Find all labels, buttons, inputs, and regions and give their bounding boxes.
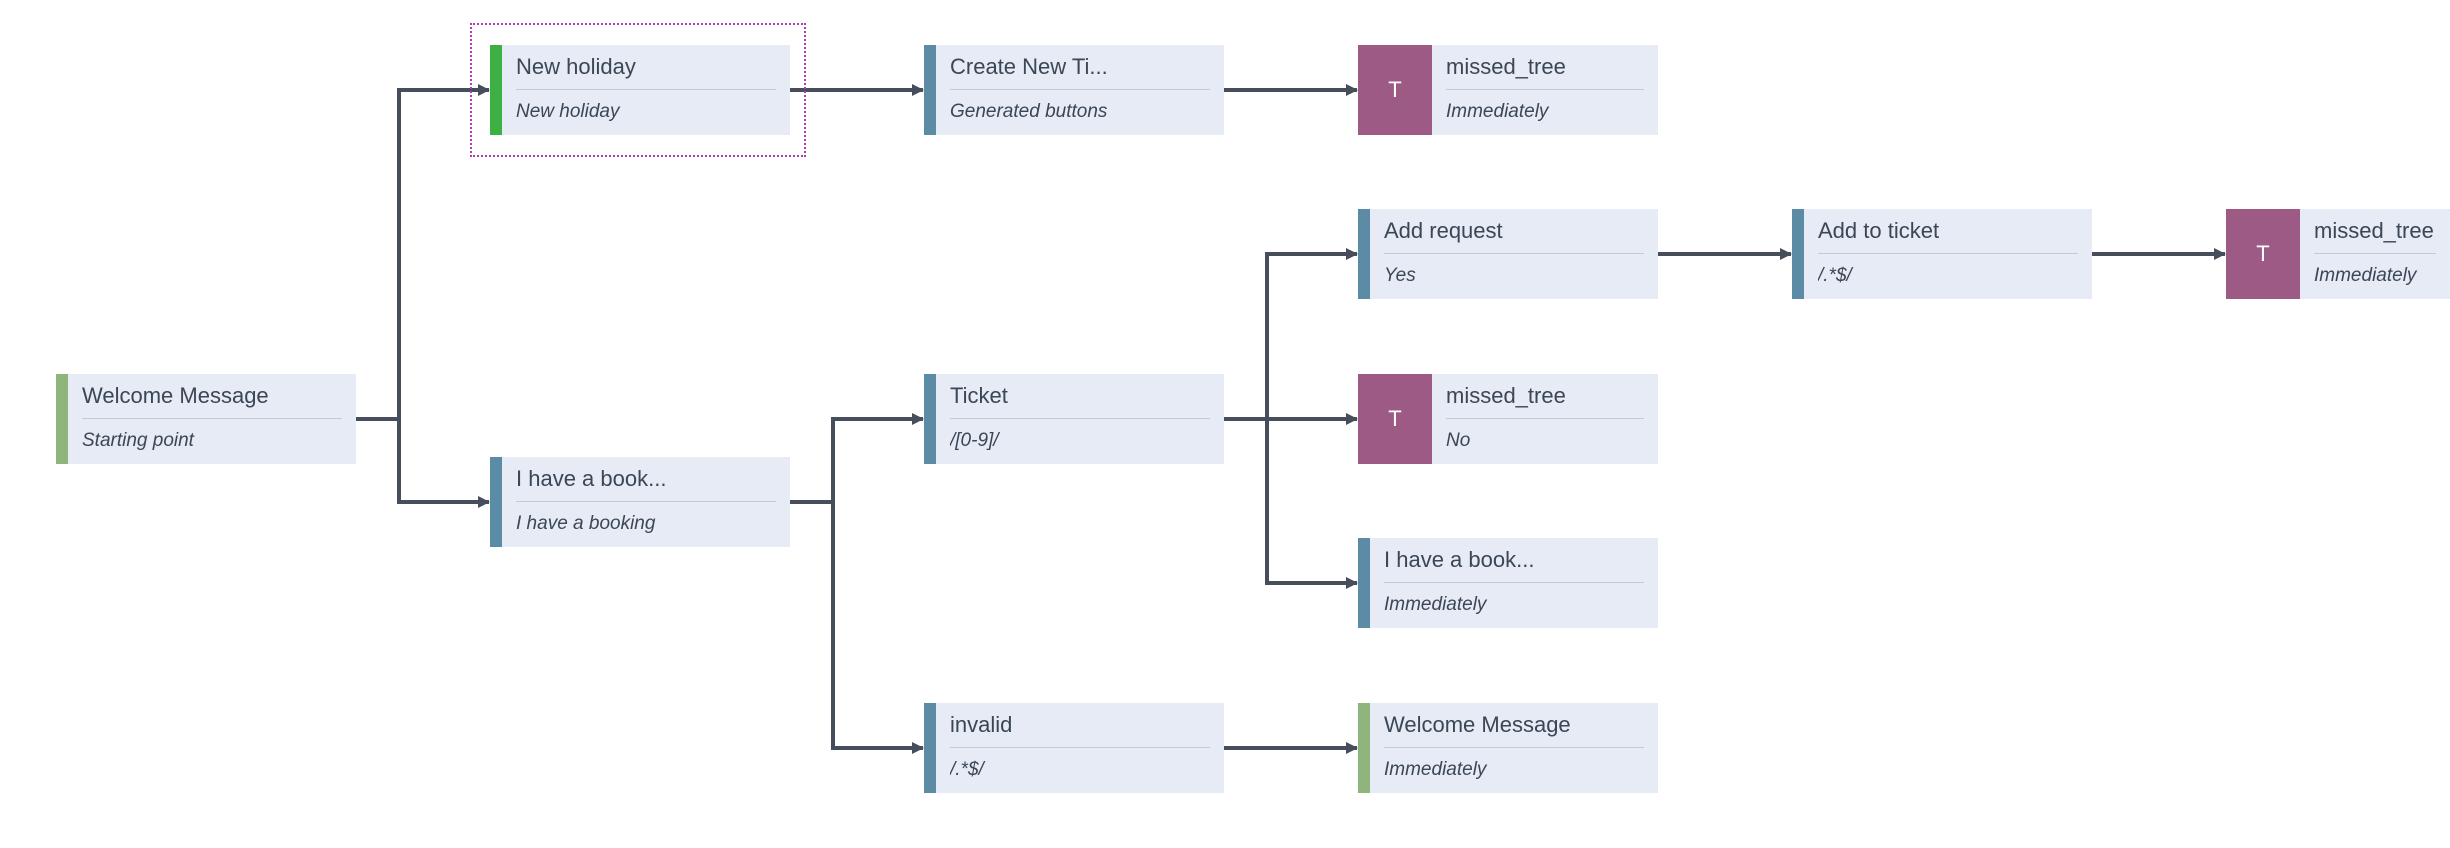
node-accent-bar bbox=[490, 457, 502, 547]
node-title: Add request bbox=[1384, 209, 1644, 254]
edge-ticket-to-add-request bbox=[1224, 248, 1358, 421]
node-title: invalid bbox=[950, 703, 1210, 748]
node-accent-bar bbox=[1358, 209, 1370, 299]
node-accent-bar bbox=[490, 45, 502, 135]
node-subtitle: Generated buttons bbox=[950, 101, 1108, 122]
node-accent-bar bbox=[924, 703, 936, 793]
node-subtitle: Immediately bbox=[2314, 265, 2417, 286]
node-booking2[interactable]: I have a book... Immediately bbox=[1358, 538, 1658, 628]
tree-badge-icon: T bbox=[1358, 45, 1432, 135]
node-subtitle: I have a booking bbox=[516, 513, 656, 534]
edge-booking-to-ticket bbox=[790, 413, 924, 504]
edge-ticket-to-booking2 bbox=[1224, 417, 1358, 589]
node-title: Welcome Message bbox=[1384, 703, 1644, 748]
node-subtitle: No bbox=[1446, 430, 1471, 451]
node-accent-bar bbox=[1792, 209, 1804, 299]
node-subtitle: Immediately bbox=[1446, 101, 1549, 122]
node-title: New holiday bbox=[516, 45, 776, 90]
node-subtitle: New holiday bbox=[516, 101, 620, 122]
node-title: missed_tree bbox=[1446, 374, 1644, 419]
node-add-ticket[interactable]: Add to ticket /.*$/ bbox=[1792, 209, 2092, 299]
node-subtitle: /.*$/ bbox=[1818, 265, 1852, 286]
node-accent-bar bbox=[56, 374, 68, 464]
node-title: I have a book... bbox=[1384, 538, 1644, 583]
node-subtitle: Immediately bbox=[1384, 759, 1487, 780]
edge-welcome-to-new-holiday bbox=[356, 84, 490, 421]
node-accent-bar bbox=[924, 45, 936, 135]
node-title: Welcome Message bbox=[82, 374, 342, 419]
node-invalid[interactable]: invalid /.*$/ bbox=[924, 703, 1224, 793]
node-booking[interactable]: I have a book... I have a booking bbox=[490, 457, 790, 547]
node-title: Ticket bbox=[950, 374, 1210, 419]
node-subtitle: Starting point bbox=[82, 430, 194, 451]
node-accent-bar bbox=[924, 374, 936, 464]
node-subtitle: Yes bbox=[1384, 265, 1416, 286]
edge-booking-to-invalid bbox=[790, 500, 924, 754]
node-subtitle: /.*$/ bbox=[950, 759, 984, 780]
node-subtitle: /[0-9]/ bbox=[950, 430, 999, 451]
node-title: missed_tree bbox=[1446, 45, 1644, 90]
node-accent-bar bbox=[1358, 703, 1370, 793]
edge-welcome-to-booking bbox=[356, 417, 490, 508]
node-accent-bar bbox=[1358, 538, 1370, 628]
node-title: missed_tree bbox=[2314, 209, 2436, 254]
tree-badge-icon: T bbox=[1358, 374, 1432, 464]
tree-badge-icon: T bbox=[2226, 209, 2300, 299]
node-ticket[interactable]: Ticket /[0-9]/ bbox=[924, 374, 1224, 464]
node-title: Add to ticket bbox=[1818, 209, 2078, 254]
node-title: I have a book... bbox=[516, 457, 776, 502]
node-create-ticket[interactable]: Create New Ti... Generated buttons bbox=[924, 45, 1224, 135]
node-title: Create New Ti... bbox=[950, 45, 1210, 90]
node-subtitle: Immediately bbox=[1384, 594, 1487, 615]
